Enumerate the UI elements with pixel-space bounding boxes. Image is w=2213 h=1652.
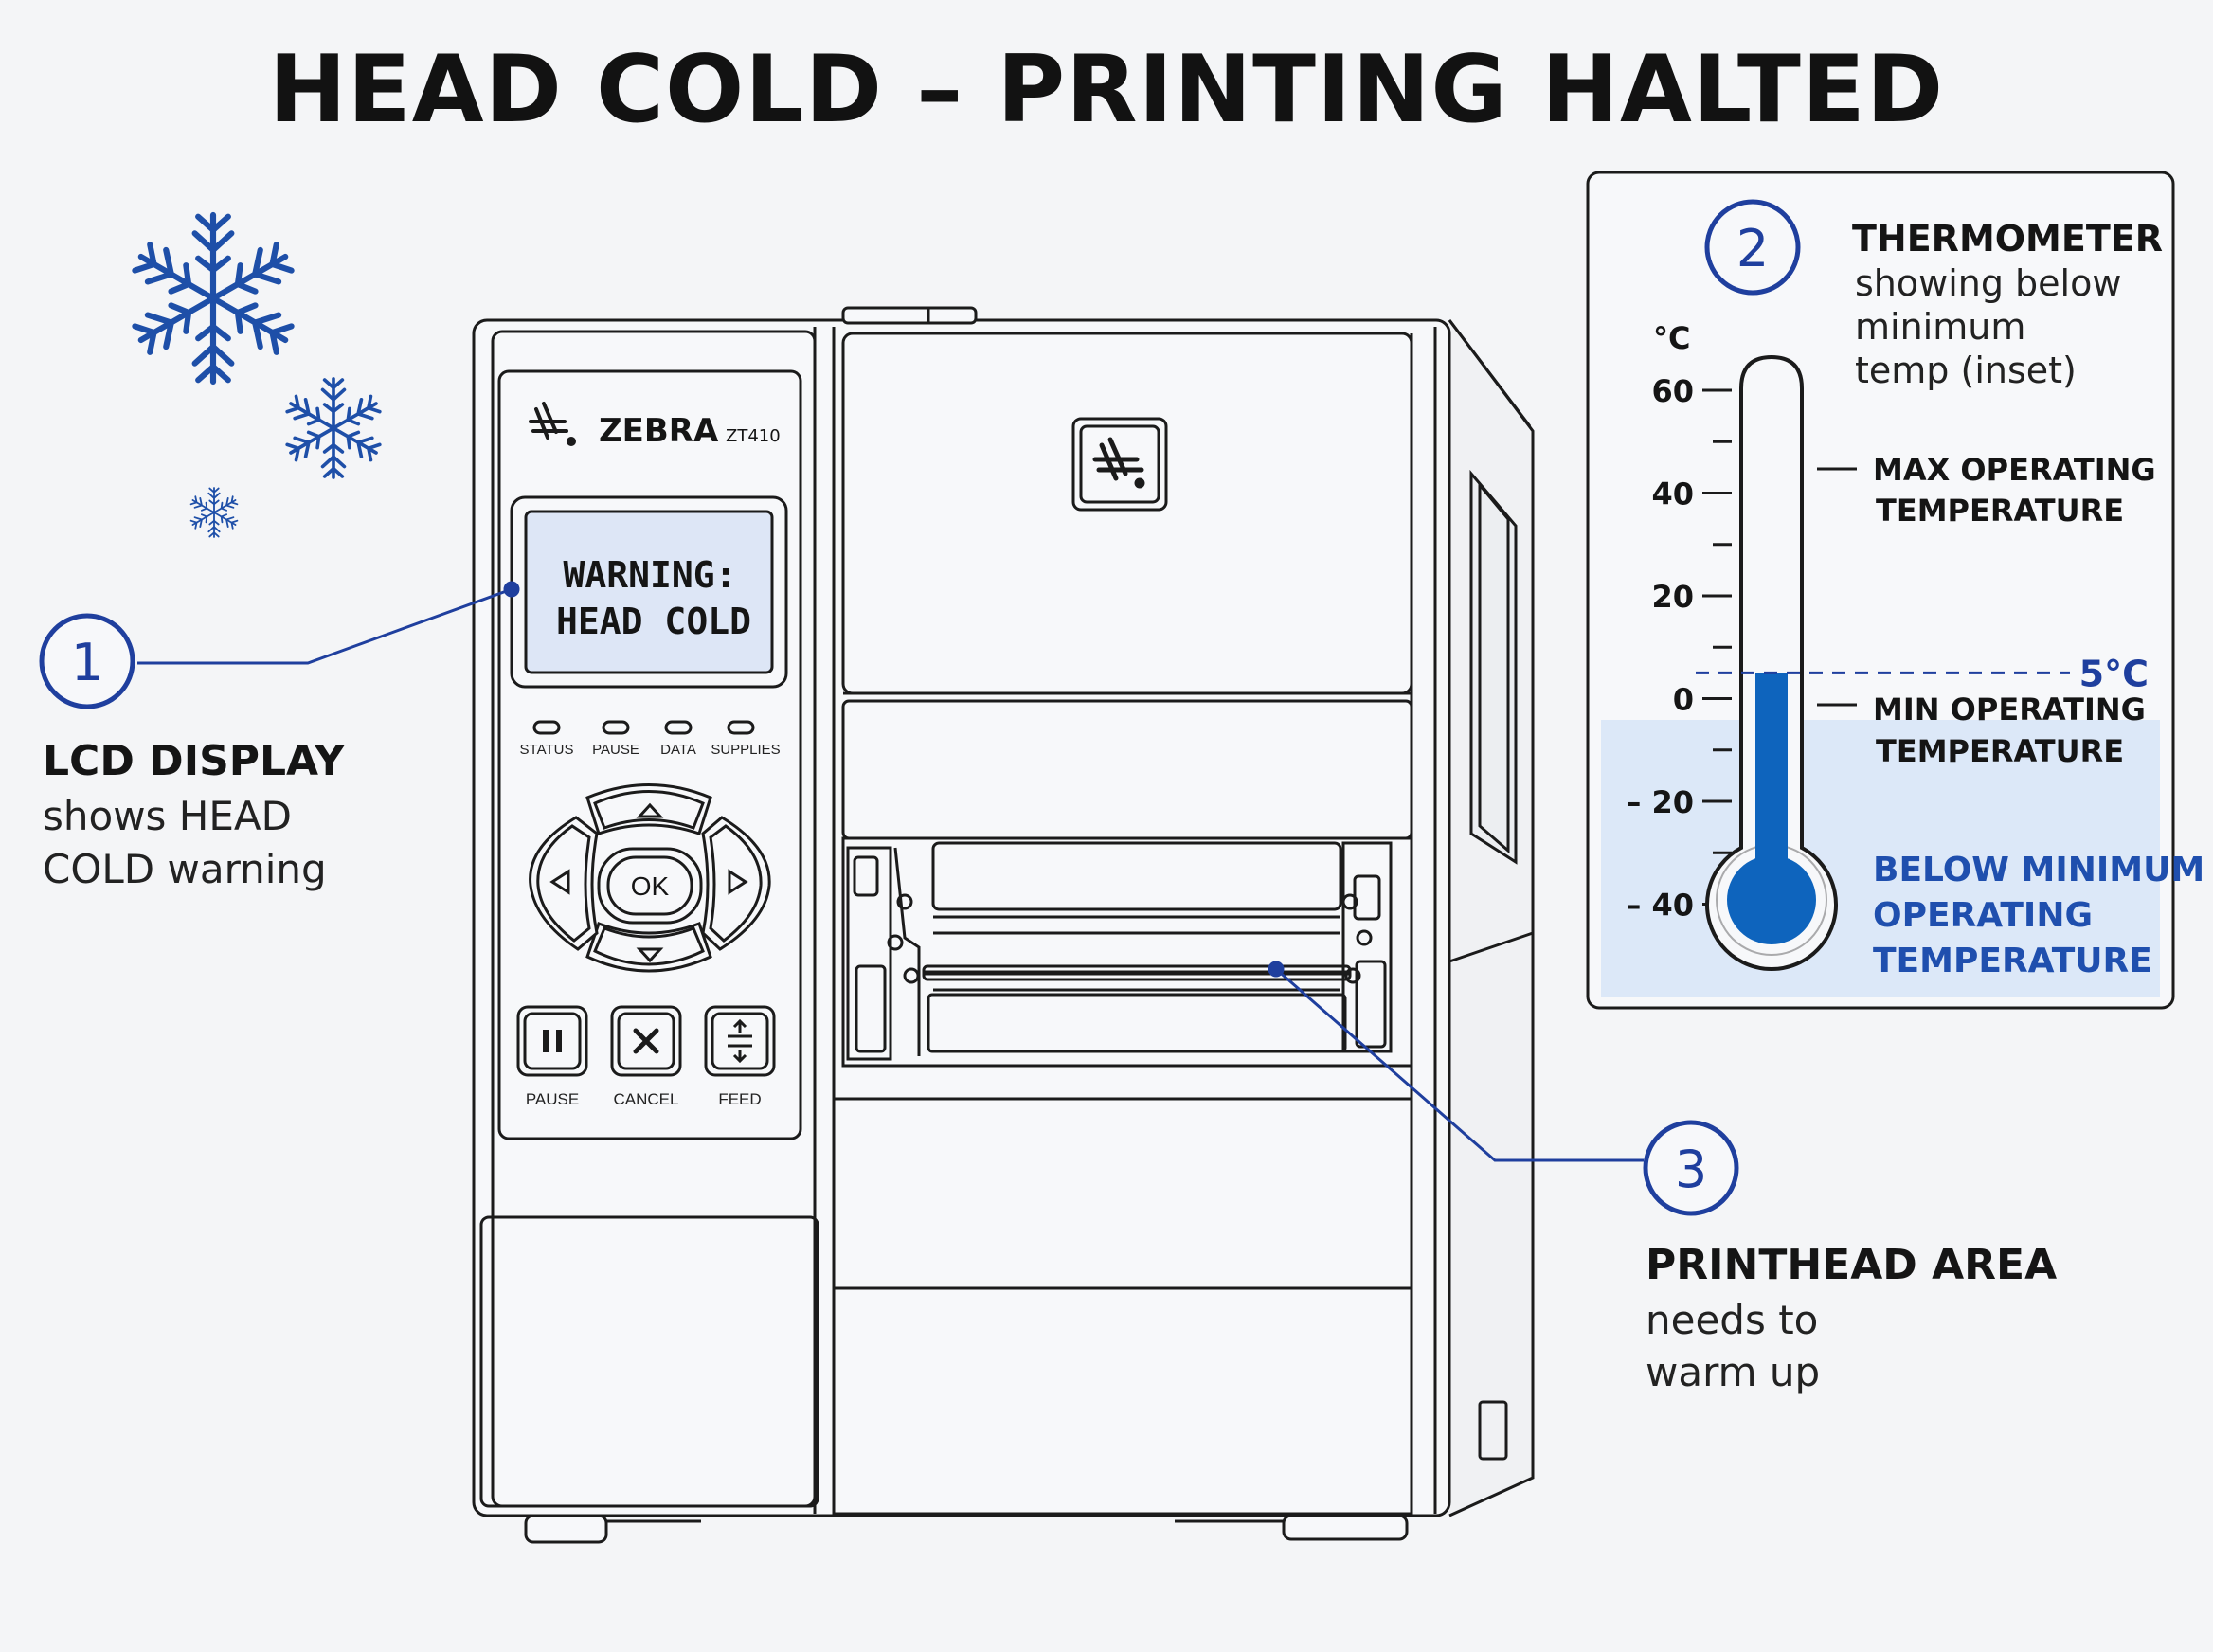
max-temp-label-2: TEMPERATURE (1876, 493, 2124, 529)
status-leds (532, 720, 755, 735)
pause-button[interactable] (516, 1005, 588, 1077)
led-label-data: DATA (660, 742, 696, 758)
brand-name: ZEBRA (599, 412, 719, 450)
nav-left-button[interactable] (529, 816, 599, 951)
zebra-logo (529, 402, 576, 446)
callout-3-heading: PRINTHEAD AREA (1646, 1241, 2057, 1289)
snowflake-large-icon (132, 215, 295, 382)
scale-tick-label: – 20 (1626, 784, 1694, 820)
callout-3-number: 3 (1675, 1140, 1707, 1199)
page-title: HEAD COLD – PRINTING HALTED (268, 36, 1945, 144)
below-min-label-3: TEMPERATURE (1873, 942, 2152, 980)
callout-2-line-2: minimum (1855, 306, 2025, 348)
lcd-display (510, 495, 788, 689)
cancel-x-icon (633, 1028, 659, 1054)
thermometer-unit: °C (1653, 320, 1690, 356)
ok-button[interactable] (597, 847, 703, 925)
scale-tick-label: – 40 (1626, 888, 1694, 924)
scale-tick-label: 60 (1651, 373, 1694, 409)
callout-1-number: 1 (71, 633, 103, 692)
below-min-label-2: OPERATING (1873, 896, 2093, 935)
led-label-pause: PAUSE (592, 742, 639, 758)
max-temp-label-1: MAX OPERATING (1873, 452, 2156, 488)
scale-tick-label: 0 (1673, 682, 1694, 718)
callout-3-line-1: needs to (1646, 1297, 1818, 1343)
model-name: ZT410 (726, 426, 781, 446)
feed-icon (728, 1018, 752, 1064)
callout-1-leader (137, 581, 520, 665)
callout-2-heading: THERMOMETER (1852, 218, 2163, 260)
scale-tick-label: 40 (1651, 476, 1694, 512)
callout-1-badge (39, 613, 135, 709)
snowflake-medium-icon (285, 379, 382, 477)
callout-1-line-2: COLD warning (43, 846, 327, 892)
callout-2-line-1: showing below (1855, 262, 2121, 304)
feed-label: FEED (718, 1090, 761, 1108)
callout-2-number: 2 (1736, 219, 1769, 278)
printer-illustration (472, 306, 1535, 1544)
scale-tick-label: 20 (1651, 579, 1694, 615)
pause-icon (543, 1030, 562, 1052)
min-temp-label-2: TEMPERATURE (1876, 733, 2124, 769)
nav-right-button[interactable] (701, 816, 771, 951)
lcd-line-1: WARNING: (563, 554, 736, 596)
thermometer-inset (1586, 171, 2175, 1010)
callout-1-heading: LCD DISPLAY (43, 737, 346, 785)
lcd-line-2: HEAD COLD (556, 601, 751, 642)
thermometer-scale: 60 40 20 0 – 20 – 40 (1626, 373, 1732, 924)
callout-1-line-1: shows HEAD (43, 793, 292, 839)
nav-down-button[interactable] (585, 922, 712, 973)
callout-3-badge (1643, 1120, 1739, 1216)
callout-3-line-2: warm up (1646, 1349, 1820, 1395)
snowflake-small-icon (190, 488, 239, 537)
below-min-label-1: BELOW MINIMUM (1873, 851, 2204, 889)
min-temp-label-1: MIN OPERATING (1873, 691, 2146, 727)
feed-button[interactable] (704, 1005, 776, 1077)
callout-3-leader (1268, 961, 1644, 1162)
thermometer-icon (1705, 354, 1838, 971)
reading-label: 5°C (2079, 653, 2149, 694)
led-label-status: STATUS (520, 742, 574, 758)
callout-2-badge (1704, 199, 1801, 296)
cancel-label: CANCEL (614, 1090, 679, 1108)
callout-2-line-3: temp (inset) (1855, 350, 2077, 391)
led-label-supplies: SUPPLIES (711, 742, 780, 758)
ok-label: OK (631, 871, 670, 901)
nav-up-button[interactable] (585, 783, 712, 835)
pause-label: PAUSE (526, 1090, 579, 1108)
